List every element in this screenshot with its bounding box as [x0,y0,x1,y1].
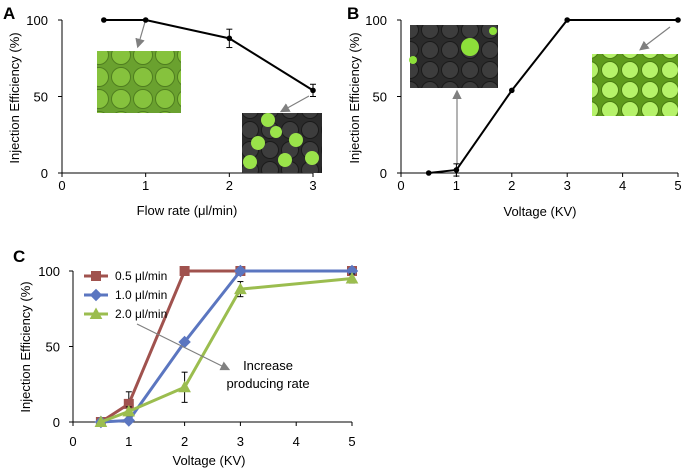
ticks: 0 1 2 3 0 50 100 [26,13,316,193]
y-tick-label: 0 [41,166,48,181]
y-tick-label: 50 [373,90,387,105]
series-line [103,19,314,92]
data-point-triangle [122,404,136,417]
inset-pointer-arrow [639,26,671,51]
y-tick-label: 50 [34,90,48,105]
y-tick-label: 50 [46,340,60,355]
x-tick-label: 2 [181,434,188,449]
x-axis-label: Voltage (KV) [504,204,577,219]
x-tick-label: 2 [508,178,515,193]
x-tick-label: 1 [142,178,149,193]
plot-area [94,264,359,429]
y-tick-label: 0 [380,166,387,181]
legend-label: 2.0 μl/min [115,307,167,321]
x-tick-label: 0 [58,178,65,193]
data-point-triangle [94,415,108,427]
legend-label: 0.5 μl/min [115,269,167,283]
data-point-triangle [345,272,359,284]
data-point [425,170,432,176]
x-tick-label: 3 [309,178,316,193]
panel-label-c: C [13,247,25,266]
x-axis-label: Voltage (KV) [173,453,246,468]
y-tick-label: 100 [38,264,60,279]
panel-label-b: B [347,4,359,23]
legend-label: 1.0 μl/min [115,288,167,302]
data-point [226,35,233,42]
x-axis-label: Flow rate (μl/min) [137,203,238,218]
inset-pointer-arrow [279,95,310,113]
panel-a: A 0 1 2 3 0 50 100 Injection Efficiency (%) Fl… [3,4,322,218]
plot-area [425,17,681,177]
annotation-line-1: Increase [243,358,293,373]
x-tick-label: 0 [397,178,404,193]
x-tick-label: 4 [293,434,300,449]
data-point [675,17,681,23]
mixed-droplet-micrograph [242,113,322,173]
legend: 0.5 μl/min 1.0 μl/min 2.0 μl/min [84,269,167,321]
x-tick-label: 1 [125,434,132,449]
bright-droplet-micrograph [592,54,678,116]
y-axis-label: Injection Efficiency (%) [7,32,22,163]
y-tick-label: 0 [53,415,60,430]
data-point [564,17,570,23]
data-point [142,17,149,23]
data-point [310,87,316,94]
y-axis-label: Injection Efficiency (%) [18,281,33,412]
data-point-diamond [122,414,136,427]
dark-droplet-micrograph [409,25,498,88]
plot-area [101,17,316,97]
panel-label-a: A [3,4,15,23]
data-point [453,167,460,173]
x-tick-label: 1 [453,178,460,193]
data-point-triangle [178,380,191,393]
x-tick-label: 5 [674,178,681,193]
data-point [101,17,107,23]
trend-arrow [136,323,231,371]
x-tick-label: 5 [348,434,355,449]
data-point-triangle [89,307,103,319]
data-point [509,87,515,94]
y-axis-label: Injection Efficiency (%) [347,32,362,163]
x-tick-label: 2 [226,178,233,193]
x-tick-label: 0 [69,434,76,449]
inset-pointer-arrow [135,21,146,49]
green-droplet-micrograph [97,51,181,113]
y-tick-label: 100 [365,13,387,28]
annotation-line-2: producing rate [226,376,309,391]
data-point-diamond [89,288,103,302]
y-tick-label: 100 [26,13,48,28]
data-point-square [91,271,101,281]
x-tick-label: 4 [619,178,626,193]
data-point-triangle [234,282,247,295]
data-point-square [179,266,190,276]
x-tick-label: 3 [237,434,244,449]
x-tick-label: 3 [564,178,571,193]
data-point-diamond [234,264,247,278]
